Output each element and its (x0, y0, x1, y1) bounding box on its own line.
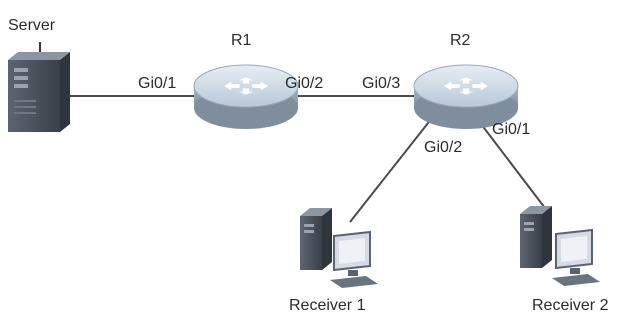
r1-port-gi0-1: Gi0/1 (138, 75, 176, 92)
server-tower-icon (8, 42, 70, 132)
r1-port-gi0-2: Gi0/2 (285, 75, 323, 92)
receiver-2-desktop-icon (520, 206, 600, 286)
router-r1-icon (193, 64, 299, 129)
link-r2-receiver2 (477, 119, 549, 213)
receiver-2-label: Receiver 2 (532, 297, 609, 314)
server-label: Server (8, 17, 56, 34)
r1-label: R1 (231, 32, 252, 49)
r2-port-gi0-3: Gi0/3 (362, 75, 400, 92)
receiver-1-desktop-icon (300, 208, 378, 288)
router-r2-icon (413, 64, 519, 129)
links (70, 95, 549, 223)
receiver-1-label: Receiver 1 (289, 297, 366, 314)
r2-port-gi0-2: Gi0/2 (424, 139, 462, 156)
link-r2-receiver1 (349, 117, 433, 223)
r2-port-gi0-1: Gi0/1 (492, 121, 530, 138)
r2-label: R2 (450, 32, 471, 49)
